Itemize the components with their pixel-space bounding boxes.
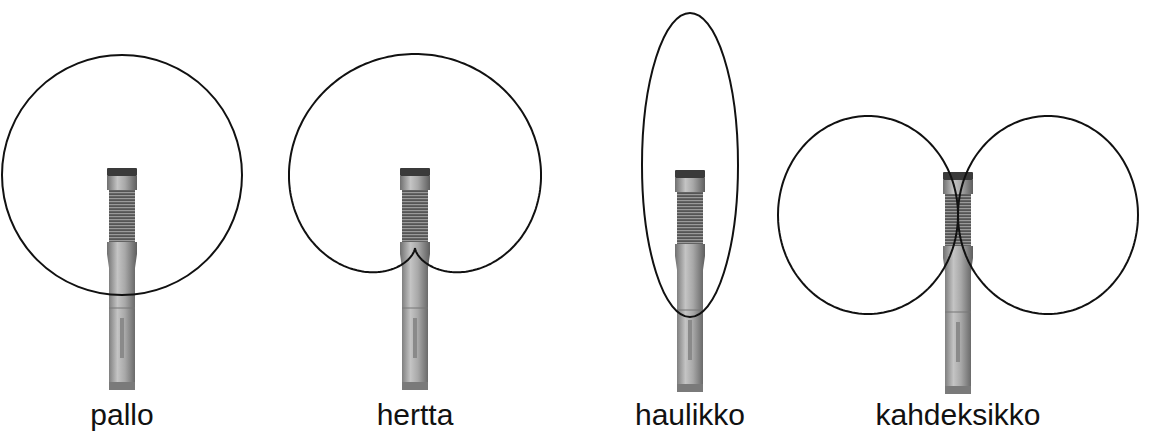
pattern-label: pallo [90, 400, 153, 430]
shotgun-pattern [642, 13, 738, 317]
pattern-label: haulikko [635, 400, 745, 430]
microphone [400, 168, 430, 390]
pattern-label: kahdeksikko [875, 400, 1040, 430]
microphone [675, 170, 705, 392]
figure-eight-pattern [778, 116, 1138, 314]
pattern-label: hertta [377, 400, 454, 430]
microphone [107, 168, 137, 390]
omni-pattern [2, 55, 242, 295]
cardioid-pattern [289, 54, 541, 272]
